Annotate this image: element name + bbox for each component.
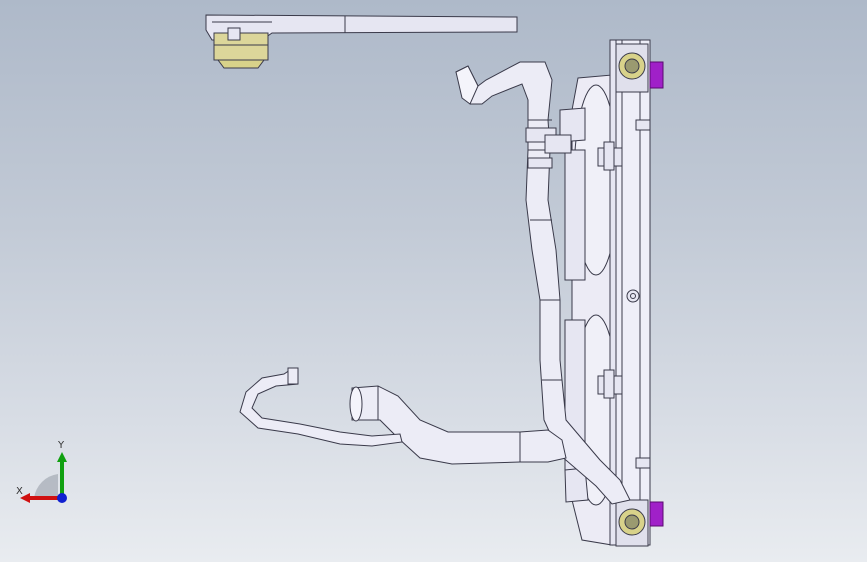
shroud-clip-upper[interactable] <box>597 141 623 171</box>
y-axis-label: Y <box>58 440 65 451</box>
shroud-clip-lower[interactable] <box>597 369 623 399</box>
axis-triad: X Y <box>14 440 74 510</box>
bottom-mount[interactable] <box>615 499 664 547</box>
x-axis-label: X <box>16 486 23 497</box>
upper-hose[interactable] <box>455 61 631 505</box>
top-mount[interactable] <box>615 43 664 93</box>
radiator-core[interactable] <box>609 39 651 546</box>
x-axis-head <box>20 493 30 503</box>
hose-clamp-mid[interactable] <box>527 157 553 169</box>
lower-hose[interactable] <box>349 385 567 465</box>
y-axis-head <box>57 452 67 462</box>
reservoir-cap[interactable] <box>213 27 269 69</box>
z-axis-dot <box>57 493 67 503</box>
fan-shroud[interactable] <box>559 74 619 546</box>
hose-clamp-upper[interactable] <box>525 127 572 154</box>
triad-plane <box>34 474 58 498</box>
overflow-tube[interactable] <box>239 367 403 447</box>
